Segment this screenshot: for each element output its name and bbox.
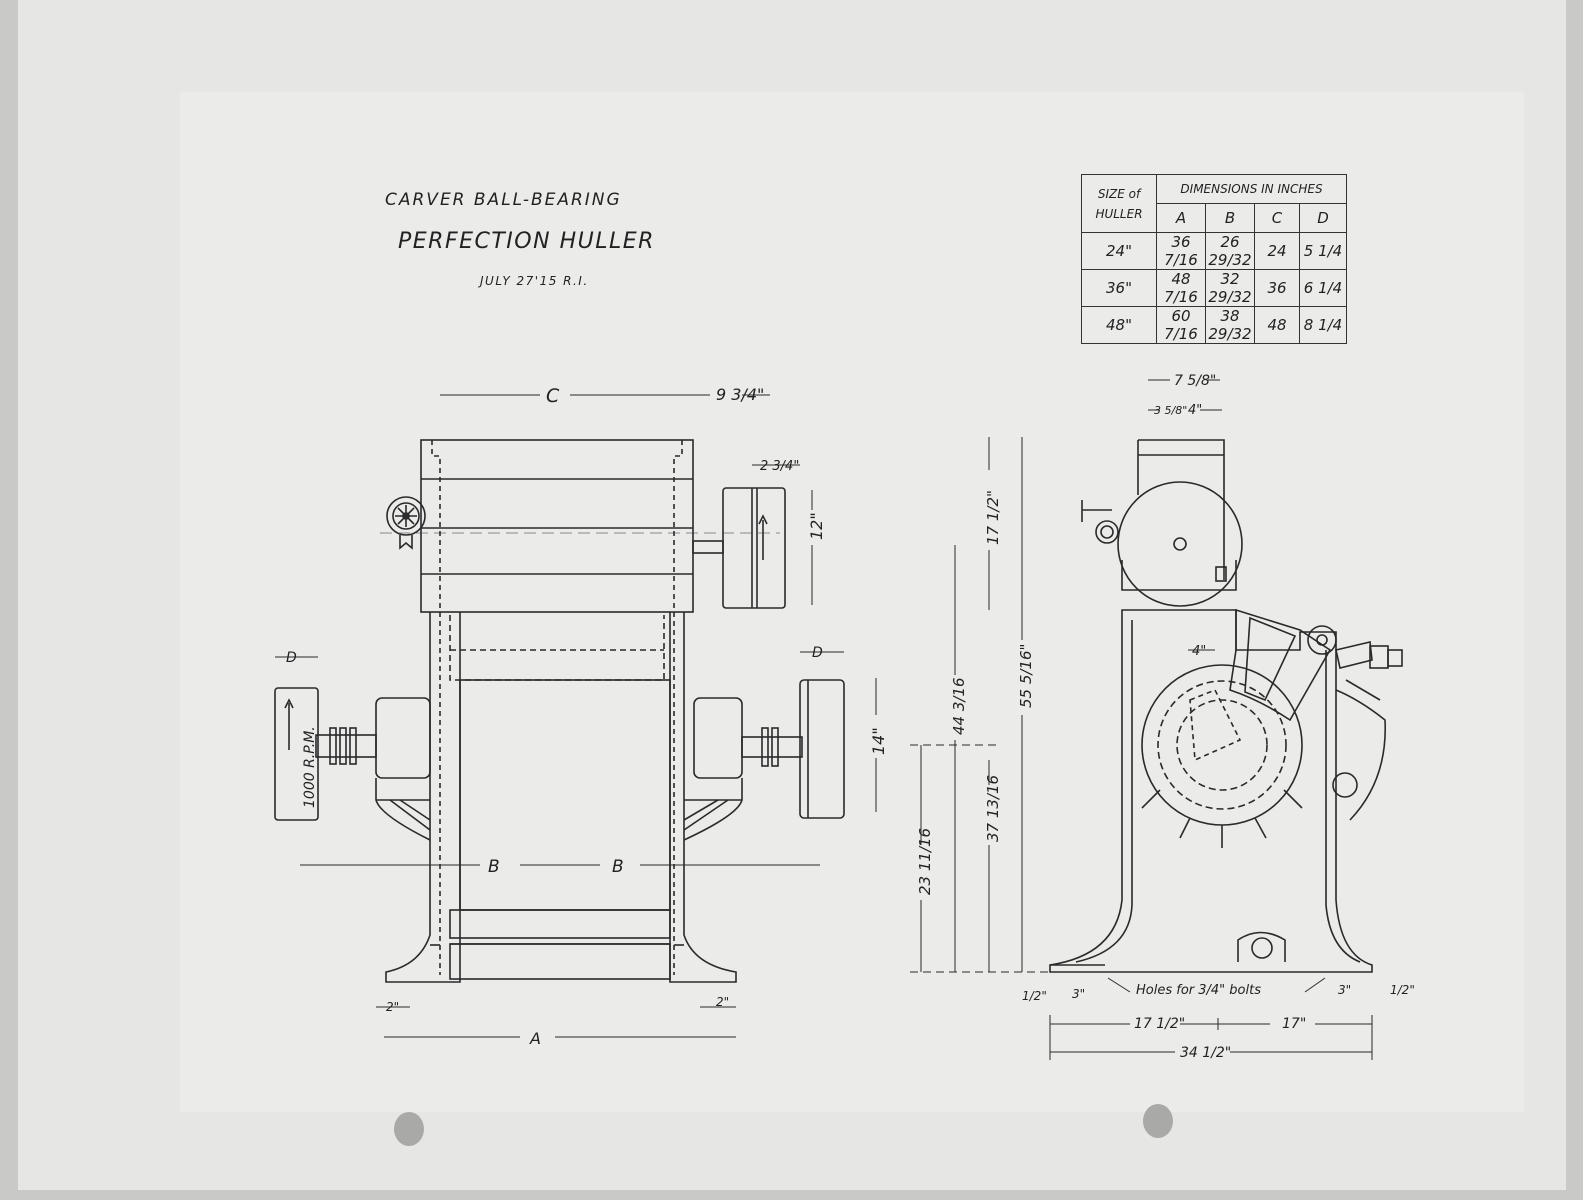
dim-1-2-left: 1/2" (1022, 989, 1047, 1003)
table-row: 24" 36 7/16 26 29/32 24 5 1/4 (1081, 232, 1347, 270)
dim-C: C (546, 385, 560, 407)
table-col-C: C (1254, 203, 1300, 233)
dim-12: 12" (807, 512, 826, 540)
height-37: 37 13/16 (984, 775, 1002, 842)
dim-3-right: 3" (1338, 983, 1351, 997)
height-dimensions (910, 437, 1050, 973)
dim-14: 14" (869, 727, 888, 755)
table-row: 36" 48 7/16 32 29/32 36 6 1/4 (1081, 269, 1347, 307)
dim-17-1-2: 17 1/2" (1134, 1016, 1185, 1032)
height-55: 55 5/16" (1017, 644, 1035, 708)
dim-1-2-right: 1/2" (1390, 983, 1415, 997)
dim-7-5-8: 7 5/8" (1174, 373, 1216, 389)
dim-17: 17" (1282, 1016, 1306, 1032)
dim-4-top: 4" (1188, 403, 1202, 418)
dim-3-5-8: 3 5/8" (1154, 404, 1187, 417)
dim-2-right: 2" (716, 995, 729, 1009)
front-dimensions (275, 394, 877, 1038)
dim-A: A (529, 1029, 541, 1048)
punch-hole-left (394, 1112, 424, 1146)
side-dimensions (1049, 379, 1373, 1060)
side-view (1049, 439, 1403, 973)
dim-4-inner: 4" (1192, 644, 1206, 659)
title-date: JULY 27'15 R.I. (478, 274, 589, 288)
table-col-D: D (1299, 203, 1347, 233)
side-handwheel-icon (1095, 520, 1119, 544)
rpm-label: 1000 R.P.M. (302, 726, 318, 808)
table-dims-header: DIMENSIONS IN INCHES (1156, 174, 1347, 204)
height-17: 17 1/2" (984, 490, 1002, 545)
dim-D-left: D (286, 650, 297, 666)
dim-3-left: 3" (1072, 987, 1085, 1001)
dim-2-left: 2" (386, 1000, 399, 1014)
dim-B-right: B (612, 857, 624, 877)
holes-note: Holes for 3/4" bolts (1136, 983, 1261, 998)
dim-B-left: B (488, 857, 500, 877)
table-col-B: B (1205, 203, 1255, 233)
handwheel-icon (386, 496, 426, 536)
table-row: 48" 60 7/16 38 29/32 48 8 1/4 (1081, 306, 1347, 344)
dim-9-3-4: 9 3/4" (716, 385, 764, 404)
height-23: 23 11/16 (916, 828, 934, 895)
dim-D-right: D (812, 645, 823, 661)
title-line1: CARVER BALL-BEARING (385, 190, 622, 210)
front-view (274, 439, 845, 983)
punch-hole-right (1143, 1104, 1173, 1138)
table-size-header: SIZE of HULLER (1081, 174, 1157, 233)
title-line2: PERFECTION HULLER (398, 229, 655, 254)
height-44: 44 3/16 (950, 677, 968, 735)
dimensions-table: SIZE of HULLER DIMENSIONS IN INCHES A B … (1081, 174, 1347, 344)
dim-2-3-4: 2 3/4" (760, 459, 799, 474)
dim-34-1-2: 34 1/2" (1180, 1045, 1231, 1061)
table-col-A: A (1156, 203, 1206, 233)
